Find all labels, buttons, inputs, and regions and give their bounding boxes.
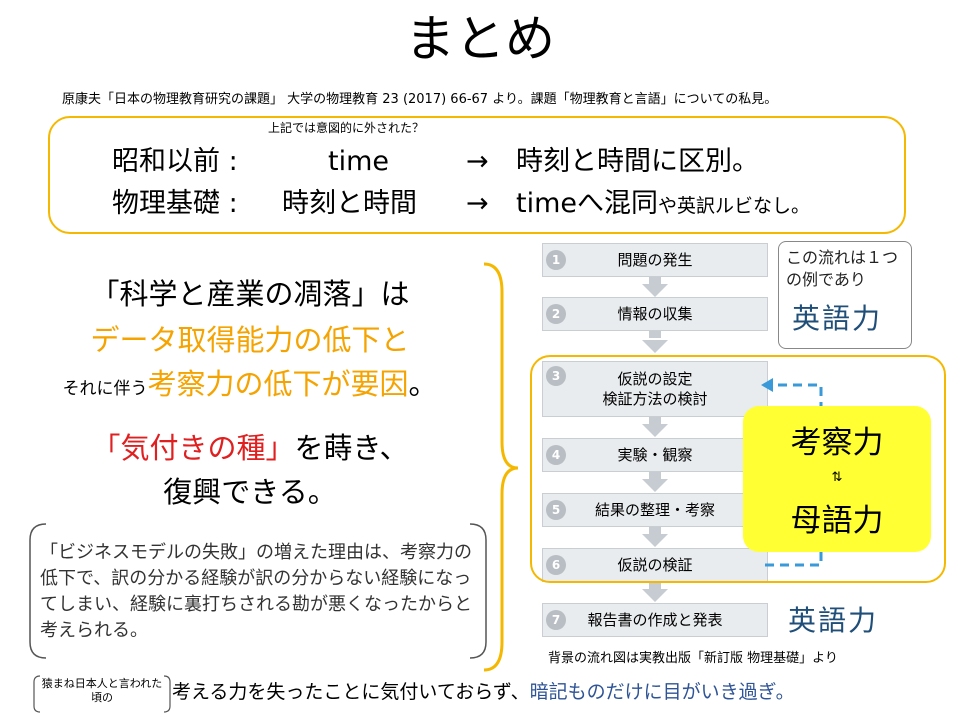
step-number-4: 4 — [546, 445, 566, 465]
flow-step-2: 情報の収集 — [542, 297, 768, 331]
mother-tongue-skill: 母語力 — [790, 503, 884, 539]
curly-brace-icon — [483, 262, 519, 672]
step-number-7: 7 — [546, 610, 566, 630]
flow-arrow-icon — [642, 424, 668, 437]
row-kiso-result: timeへ混同や英訳ルビなし。 — [516, 187, 810, 223]
flow-step-1: 問題の発生 — [542, 243, 768, 277]
page-title: まとめ — [405, 10, 555, 68]
row-label: 昭和以前 : — [112, 146, 238, 177]
left-line-1: 「科学と産業の凋落」は — [90, 277, 410, 311]
comparison-box — [48, 116, 906, 234]
row-showa: 昭和以前 : — [112, 145, 238, 179]
swap-arrows-icon: ⇅ — [831, 470, 843, 485]
step-number-5: 5 — [546, 500, 566, 520]
left-line-4: 「気付きの種」を蒔き、 — [0, 430, 500, 466]
thinking-language-box — [743, 406, 931, 552]
quote-text: 「ビジネスモデルの失敗」の増えた理由は、考察力の低下で、訳の分かる経験が訳の分か… — [40, 542, 472, 641]
quote-bracket — [29, 523, 487, 659]
flow-step-5: 結果の整理・考察 — [542, 493, 768, 527]
line3-prefix: それに伴う — [62, 379, 148, 399]
source-citation: 原康夫「日本の物理教育研究の課題」 大学の物理教育 23 (2017) 66-6… — [62, 92, 778, 107]
flow-arrow-icon — [649, 331, 661, 338]
conclusion-blue: 暗記ものだけに目がいき過ぎ。 — [529, 681, 795, 703]
left-line-3: それに伴う考察力の低下が要因。 — [0, 366, 500, 407]
row-showa-arrow: → — [466, 146, 489, 177]
flow-arrow-icon — [642, 340, 668, 353]
callout-text: この流れは１つの例であり — [786, 248, 899, 289]
row-showa-term: time — [328, 146, 390, 177]
flow-step-6: 仮説の検証 — [542, 548, 768, 582]
left-line-5: 復興できる。 — [163, 475, 337, 509]
feedback-arrow-icon — [761, 378, 823, 567]
step-number-3: 3 — [546, 366, 566, 386]
row-showa-result: 時刻と時間に区別。 — [516, 146, 759, 177]
flow-arrow-icon — [649, 417, 661, 424]
row-kiso-label: 物理基礎 : — [112, 188, 238, 219]
reasoning-skill: 考察力 — [790, 425, 884, 461]
row-kiso-term: 時刻と時間 — [282, 188, 417, 219]
flow-arrow-icon — [642, 284, 668, 297]
english-skill-bottom: 英語力 — [788, 604, 879, 637]
flow-step-7: 報告書の作成と発表 — [542, 603, 768, 637]
result-main: timeへ混同 — [516, 188, 659, 219]
flow-arrow-icon — [649, 527, 661, 534]
step-number-6: 6 — [546, 555, 566, 575]
line3-suffix: 。 — [408, 367, 438, 401]
flow-arrow-icon — [642, 479, 668, 492]
line3-highlight: 考察力の低下が要因 — [147, 367, 409, 401]
line4-highlight: 「気付きの種」 — [91, 431, 295, 465]
flow-arrow-icon — [642, 534, 668, 547]
flow-arrow-icon — [649, 582, 661, 589]
era-note: 猿まね日本人と言われた頃の — [41, 677, 163, 704]
flow-arrow-icon — [649, 472, 661, 479]
flow-step-4: 実験・観察 — [542, 438, 768, 472]
flow-arrow-icon — [649, 277, 661, 284]
note-bracket — [33, 675, 171, 713]
callout-bubble — [778, 241, 912, 349]
flow-step-3: 仮説の設定 検証方法の検討 — [542, 361, 768, 417]
step-number-2: 2 — [546, 304, 566, 324]
row-kiso-arrow: → — [466, 188, 489, 219]
left-line-2: データ取得能力の低下と — [90, 323, 410, 357]
flow-credit: 背景の流れ図は実教出版「新訂版 物理基礎」より — [548, 651, 838, 666]
step-number-1: 1 — [546, 250, 566, 270]
flow-arrow-icon — [642, 589, 668, 602]
bottom-conclusion: 考える力を失ったことに気付いておらず、暗記ものだけに目がいき過ぎ。 — [172, 680, 795, 704]
conclusion-black: 考える力を失ったことに気付いておらず、 — [172, 681, 530, 703]
english-skill-top: 英語力 — [792, 302, 883, 335]
result-small: や英訳ルビなし。 — [658, 195, 811, 217]
intentional-omission-note: 上記では意図的に外された？ — [268, 121, 425, 135]
reasoning-box — [530, 355, 946, 583]
line4-suffix: を蒔き、 — [294, 431, 409, 465]
